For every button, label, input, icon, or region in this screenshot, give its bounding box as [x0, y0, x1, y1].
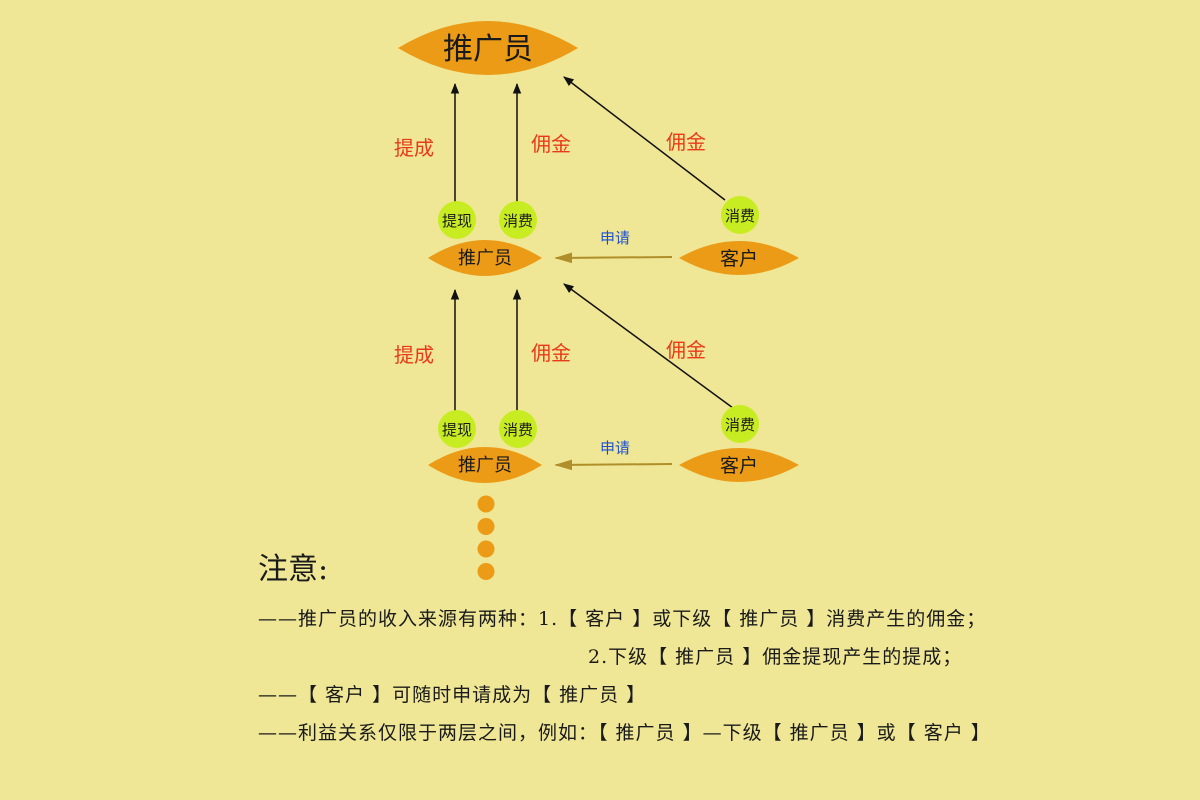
note-line-customer-apply: ——【 客户 】可随时申请成为【 推广员 】 [258, 684, 647, 706]
badge-withdraw-label: 提现 [442, 212, 472, 230]
notes-section: 注意: ——推广员的收入来源有两种：1.【 客户 】或下级【 推广员 】消费产生… [258, 548, 1158, 760]
continuation-dot [477, 495, 495, 513]
edge-label-commission: 提成 [394, 343, 434, 367]
note-line-income-sources: ——推广员的收入来源有两种：1.【 客户 】或下级【 推广员 】消费产生的佣金； [258, 608, 987, 630]
top-promoter-node: 推广员 [398, 21, 578, 75]
badge-consume-label: 消费 [503, 421, 533, 439]
edge-apply-arrow [554, 252, 673, 264]
badge-customer-consume: 消费 [721, 196, 759, 234]
badge-withdraw: 提现 [438, 201, 476, 239]
edge-label-customer-commission: 佣金 [666, 130, 706, 154]
note-line-two-levels: ——利益关系仅限于两层之间，例如：【 推广员 】—下级【 推广员 】或【 客户 … [258, 722, 991, 744]
continuation-dot [477, 540, 495, 558]
badge-consume-label: 消费 [503, 212, 533, 230]
customer-node: 客户 [679, 448, 799, 482]
customer-label: 客户 [720, 248, 758, 270]
badge-customer-consume-label: 消费 [725, 416, 755, 434]
top-promoter-label: 推广员 [443, 32, 533, 67]
continuation-dots [477, 495, 495, 580]
customer-label: 客户 [720, 455, 758, 477]
edge-l1-customer-arrow [563, 76, 726, 201]
badge-consume: 消费 [499, 201, 537, 239]
continuation-dot [477, 563, 495, 580]
promoter-label: 推广员 [458, 455, 512, 476]
badge-consume: 消费 [499, 410, 537, 448]
edge-apply-arrow [554, 459, 673, 471]
edge-label-apply: 申请 [600, 439, 630, 457]
customer-node: 客户 [679, 241, 799, 275]
edge-l2-customer-arrow [563, 283, 734, 409]
promoter-label: 推广员 [458, 248, 512, 269]
badge-withdraw: 提现 [438, 410, 476, 448]
edge-label-commission-fee: 佣金 [531, 341, 571, 365]
promoter-node: 推广员 [428, 447, 542, 483]
note-line-income-source-2: 2.下级【 推广员 】佣金提现产生的提成； [588, 646, 963, 668]
continuation-dot [477, 518, 495, 535]
edge-label-commission: 提成 [394, 136, 434, 160]
badge-withdraw-label: 提现 [442, 421, 472, 439]
edge-label-apply: 申请 [600, 229, 630, 247]
notes-title: 注意: [258, 552, 329, 587]
badge-customer-consume: 消费 [721, 405, 759, 443]
badge-customer-consume-label: 消费 [725, 207, 755, 225]
promoter-node: 推广员 [428, 240, 542, 276]
edge-label-commission-fee: 佣金 [531, 132, 571, 156]
edge-label-customer-commission: 佣金 [666, 338, 706, 362]
